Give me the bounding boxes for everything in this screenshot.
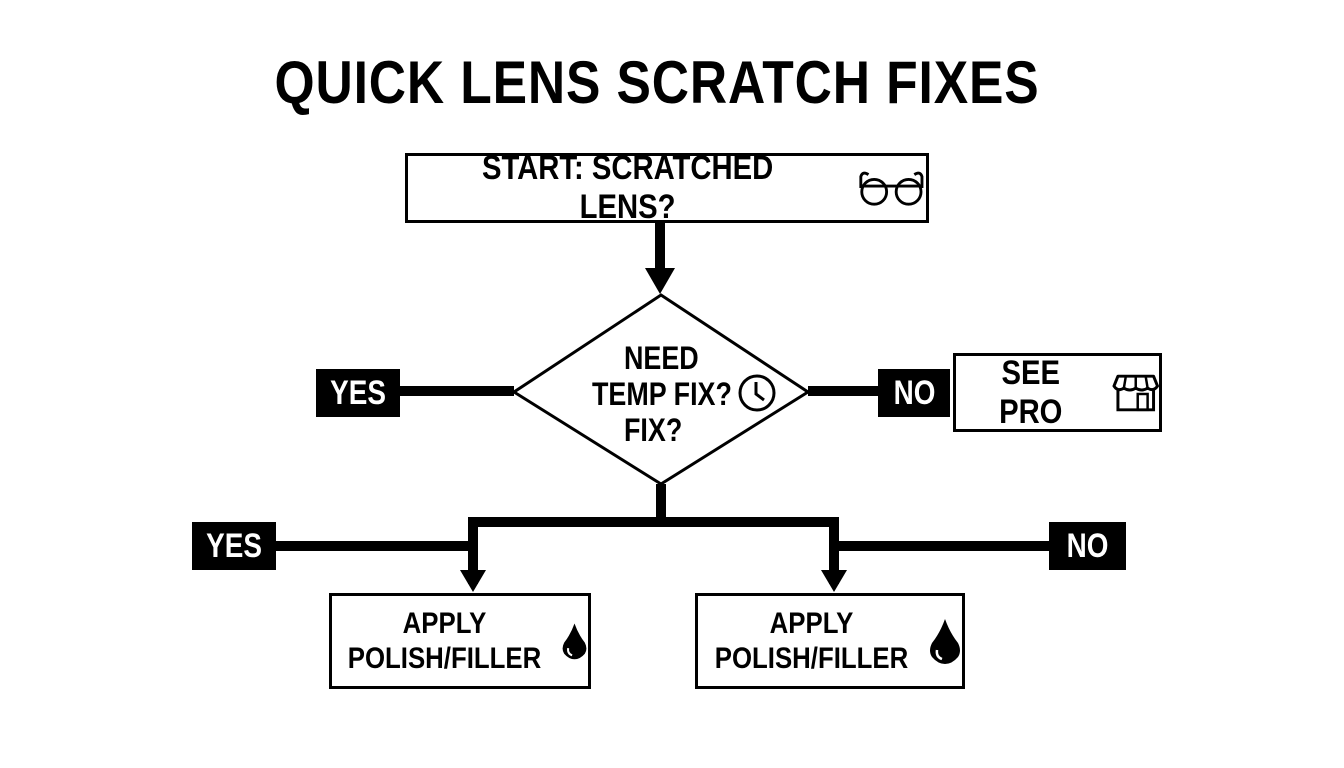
arrowhead-to-apply-left (460, 570, 486, 592)
bottom-yes-tag: YES (192, 522, 276, 570)
bottom-no-tag: NO (1049, 522, 1126, 570)
start-label: START: SCRATCHED LENS? (481, 149, 774, 226)
apply-right-text: APPLY POLISH/FILLER (714, 606, 908, 676)
decision-no-tag: NO (878, 369, 950, 417)
decision-line-2: TEMP FIX? (592, 376, 732, 412)
apply-left-line-1: APPLY (402, 607, 487, 640)
see-pro-node: SEE PRO (953, 353, 1162, 432)
drop-icon (562, 623, 587, 660)
arrowhead-to-decision (645, 268, 675, 294)
connector-split (468, 517, 839, 584)
apply-right-line-2: POLISH/FILLER (714, 642, 908, 675)
diagram-title: QUICK LENS SCRATCH FIXES (274, 49, 1040, 116)
decision-yes-tag: YES (316, 369, 400, 417)
drop-icon (929, 619, 960, 664)
start-node: START: SCRATCHED LENS? (405, 149, 929, 226)
glasses-icon (859, 171, 924, 206)
see-pro-label: SEE PRO (999, 353, 1063, 431)
apply-right-node: APPLY POLISH/FILLER (695, 593, 965, 689)
apply-left-text: APPLY POLISH/FILLER (348, 606, 542, 676)
storefront-icon (1112, 374, 1159, 411)
apply-left-line-2: POLISH/FILLER (347, 642, 542, 675)
decision-line-1: NEED (624, 340, 699, 376)
arrowhead-to-apply-right (821, 570, 847, 592)
apply-right-line-1: APPLY (769, 607, 853, 640)
decision-text: NEED TEMP FIX? FIX? (592, 340, 759, 448)
clock-icon (738, 374, 776, 412)
apply-left-node: APPLY POLISH/FILLER (329, 593, 591, 689)
decision-line-3: FIX? (624, 412, 683, 448)
